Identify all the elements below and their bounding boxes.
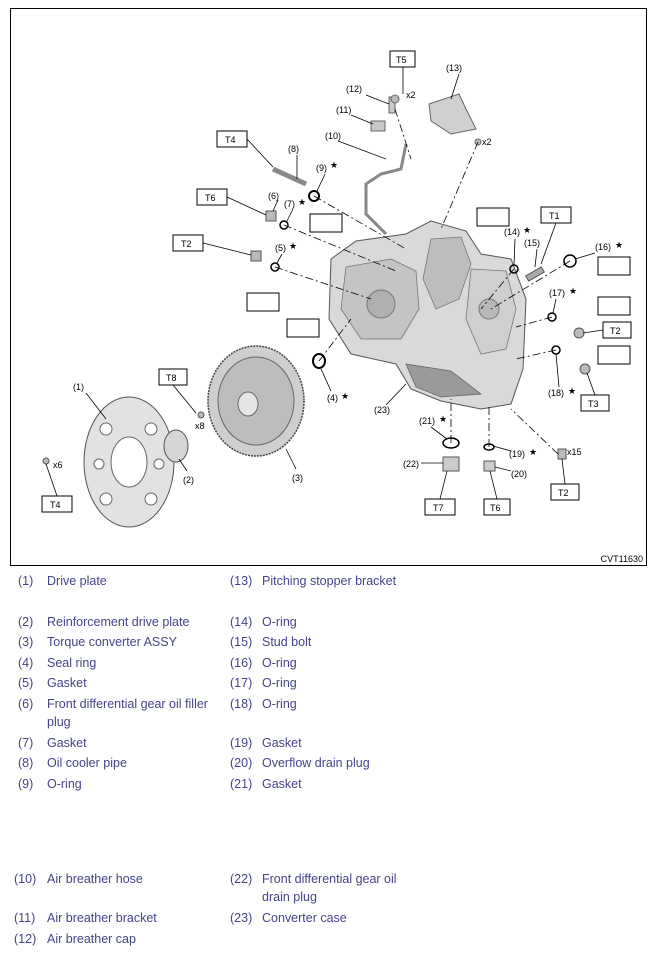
callout-5: (5) (275, 243, 286, 253)
tag-t5: T5 (396, 55, 407, 65)
callout-7: (7) (284, 199, 295, 209)
leader-lines (45, 67, 604, 500)
torque-converter-drawing (207, 345, 305, 457)
oil-cooler-pipe-drawing (271, 166, 308, 187)
star-16: ★ (615, 240, 623, 250)
qty-t4: x6 (53, 460, 63, 470)
callout-8: (8) (288, 144, 299, 154)
callout-15: (15) (524, 238, 540, 248)
callout-9: (9) (316, 163, 327, 173)
star-19: ★ (529, 447, 537, 457)
callout-4: (4) (327, 393, 338, 403)
tag-t2-right: T2 (610, 326, 621, 336)
tag-t1: T1 (549, 211, 560, 221)
center-lines (274, 108, 571, 455)
tag-t6-lower: T6 (490, 503, 501, 513)
callout-21: (21) (419, 416, 435, 426)
star-18: ★ (568, 386, 576, 396)
callout-13: (13) (446, 63, 462, 73)
reinforcement-drive-plate-drawing (163, 429, 189, 463)
tag-t4-upper: T4 (225, 135, 236, 145)
callout-23: (23) (374, 405, 390, 415)
diagram-svg: T5 T4 T6 T2 T8 T4 T1 T2 T3 T7 T6 T2 (1) … (41, 50, 632, 528)
tag-t3: T3 (588, 399, 599, 409)
air-breather-bracket-drawing (370, 120, 386, 132)
callout-1: (1) (73, 382, 84, 392)
callout-16: (16) (595, 242, 611, 252)
figure-code: CVT11630 (600, 554, 643, 564)
qty-t5: x2 (406, 90, 416, 100)
star-14: ★ (523, 225, 531, 235)
tag-t2-left: T2 (181, 239, 192, 249)
tag-t2-lower: T2 (558, 488, 569, 498)
callout-3: (3) (292, 473, 303, 483)
star-17: ★ (569, 286, 577, 296)
tag-t4-lower: T4 (50, 500, 61, 510)
callout-12: (12) (346, 84, 362, 94)
small-parts (42, 190, 591, 472)
callout-18: (18) (548, 388, 564, 398)
air-breather-hose-drawing (364, 143, 408, 236)
callout-20: (20) (511, 469, 527, 479)
callout-6: (6) (268, 191, 279, 201)
qty-t8: x8 (195, 421, 205, 431)
exploded-diagram: T5 T4 T6 T2 T8 T4 T1 T2 T3 T7 T6 T2 (1) … (10, 8, 647, 566)
tag-t6-upper: T6 (205, 193, 216, 203)
star-7: ★ (298, 197, 306, 207)
tag-t8: T8 (166, 373, 177, 383)
star-4: ★ (341, 391, 349, 401)
callout-14: (14) (504, 227, 520, 237)
qty-t2: x15 (567, 447, 582, 457)
tag-t7: T7 (433, 503, 444, 513)
callout-2: (2) (183, 475, 194, 485)
callout-22: (22) (403, 459, 419, 469)
callout-17: (17) (549, 288, 565, 298)
star-21: ★ (439, 414, 447, 424)
callout-19: (19) (509, 449, 525, 459)
callout-10: (10) (325, 131, 341, 141)
drive-plate-drawing (83, 396, 175, 528)
pitching-stopper-bracket-drawing (428, 93, 477, 135)
star-5: ★ (289, 241, 297, 251)
qty-bracket: x2 (482, 137, 492, 147)
oil-can-icons (246, 207, 631, 365)
star-9: ★ (330, 160, 338, 170)
callout-11: (11) (336, 105, 351, 115)
converter-case-drawing (328, 220, 527, 410)
